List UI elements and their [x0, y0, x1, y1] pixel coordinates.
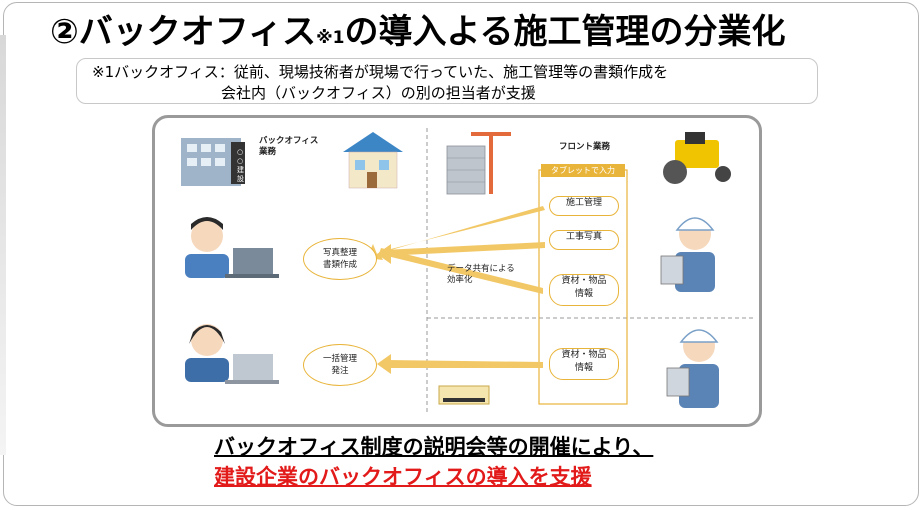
note-line-2: 会社内（バックオフィス）の別の担当者が支援 — [221, 84, 536, 102]
circle-bulk-order: 一括管理 発注 — [303, 344, 377, 386]
illustration-graphics — [181, 128, 755, 414]
data-sharing-label: データ共有による 効率化 — [447, 264, 515, 285]
office-worker-female-icon — [185, 324, 279, 384]
title-superscript: ※1 — [316, 28, 345, 48]
construction-site-icon — [446, 132, 511, 195]
arrow-head-1 — [377, 244, 391, 264]
back-office-label: バックオフィス 業務 — [259, 136, 319, 157]
item-construction-mgmt: 施工管理 — [549, 196, 619, 216]
item-construction-photos: 工事写真 — [549, 230, 619, 250]
note-line-1: ※1バックオフィス：従前、現場技術者が現場で行っていた、施工管理等の書類作成を — [92, 63, 669, 81]
flow-arrows — [367, 206, 545, 374]
page-title: ②バックオフィス※1の導入よる施工管理の分業化 — [50, 10, 870, 60]
circle-photo-docs: 写真整理 書類作成 — [303, 238, 377, 280]
tablet-input-tag: タブレットで入力 — [541, 164, 625, 177]
house-icon — [343, 132, 403, 189]
field-worker-icon-2 — [666, 329, 719, 408]
field-worker-icon-1 — [660, 217, 715, 292]
barrier-icon — [438, 385, 490, 405]
road-roller-icon — [663, 132, 731, 184]
office-building-icon — [181, 138, 245, 186]
title-main-suffix: の導入よる施工管理の分業化 — [344, 12, 786, 52]
office-worker-male-icon — [185, 217, 279, 278]
front-label: フロント業務 — [559, 142, 611, 152]
footer-line-2: 建設企業のバックオフィスの導入を支援 — [214, 465, 592, 489]
footer-line-1: バックオフィス制度の説明会等の開催により、 — [214, 435, 654, 459]
building-sign: ○○建設 — [237, 148, 244, 183]
arrow-2 — [383, 242, 545, 256]
arrow-head-2 — [377, 354, 391, 374]
arrow-3 — [379, 248, 543, 294]
arrow-4 — [387, 360, 543, 368]
note-box — [76, 58, 818, 104]
item-materials-info-1: 資材・物品 情報 — [549, 274, 619, 306]
illustration-panel: バックオフィス 業務 ○○建設 フロント業務 タブレットで入力 データ共有による… — [152, 115, 762, 427]
left-edge-bar — [0, 35, 6, 455]
title-main-prefix: ②バックオフィス — [50, 12, 317, 52]
arrow-1 — [367, 206, 545, 260]
item-materials-info-2: 資材・物品 情報 — [549, 348, 619, 380]
